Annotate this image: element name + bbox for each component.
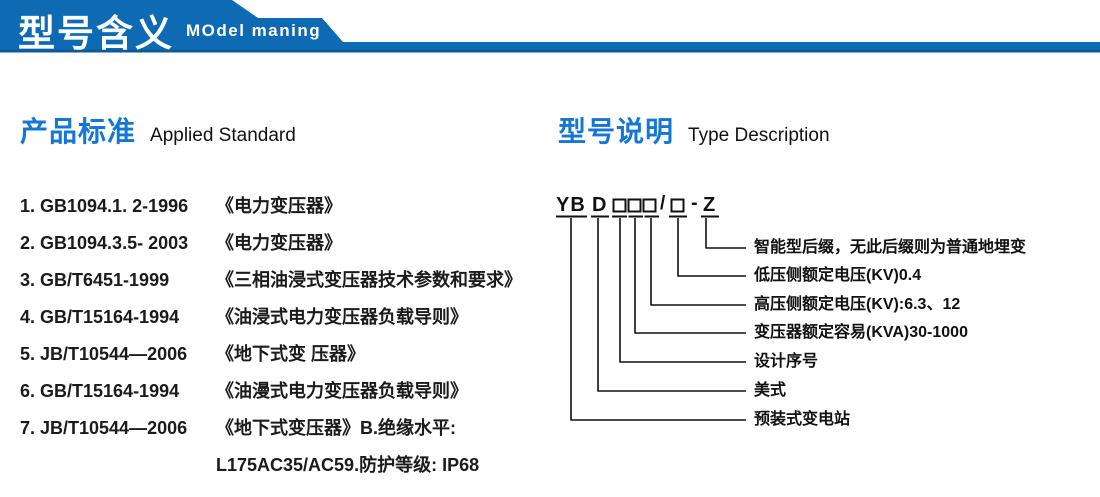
standard-item: 2. GB1094.3.5- 2003 《电力变压器》 — [20, 225, 550, 262]
standard-code: 3. GB/T6451-1999 — [20, 270, 170, 290]
callout-label-lv-voltage: 低压侧额定电压(KV)0.4 — [754, 267, 922, 284]
page-subtitle: MOdel maning — [186, 21, 322, 40]
callout-label-american-style: 美式 — [754, 382, 787, 399]
page-title: 型号含义 — [18, 13, 174, 54]
model-code-suffix: Z — [703, 194, 716, 216]
placeholder-box-group — [612, 198, 685, 213]
standard-item-continuation: L175AC35/AC59.防护等级: IP68 — [20, 447, 550, 484]
model-code-prefix: YB — [556, 194, 586, 216]
standard-code: 2. GB1094.3.5- 2003 — [20, 233, 189, 253]
standard-code: 5. JB/T10544—2006 — [20, 344, 188, 364]
standards-heading-en: Applied Standard — [150, 125, 296, 146]
callout-label-prefab-substation: 预装式变电站 — [754, 411, 851, 428]
callout-lines — [570, 218, 746, 421]
standard-item: 5. JB/T10544—2006 《地下式变 压器》 — [20, 336, 550, 373]
standard-desc: 《油浸式电力变压器负载导则》 — [216, 307, 468, 327]
header-banner — [0, 0, 1100, 53]
standards-list: 1. GB1094.1. 2-1996 《电力变压器》 2. GB1094.3.… — [20, 188, 550, 484]
callout-label-design-serial: 设计序号 — [754, 353, 819, 370]
model-heading-en: Type Description — [688, 125, 830, 146]
standard-desc: 《三相油浸式变压器技术参数和要求》 — [216, 270, 522, 290]
standard-code — [20, 447, 216, 484]
standard-item: 6. GB/T15164-1994 《油漫式电力变压器负载导则》 — [20, 373, 550, 410]
model-code-diagram — [556, 198, 746, 421]
callout-label-smart-suffix: 智能型后缀，无此后缀则为普通地埋变 — [754, 239, 1027, 256]
model-code-slash: / — [660, 193, 666, 214]
standard-desc: L175AC35/AC59.防护等级: IP68 — [216, 455, 480, 475]
standard-desc: 《油漫式电力变压器负载导则》 — [216, 381, 468, 401]
callout-label-hv-voltage: 高压侧额定电压(KV):6.3、12 — [754, 296, 961, 313]
standard-code: 1. GB1094.1. 2-1996 — [20, 196, 189, 216]
standard-code: 4. GB/T15164-1994 — [20, 307, 180, 327]
model-heading: 型号说明 Type Description — [558, 110, 830, 150]
standard-item: 1. GB1094.1. 2-1996 《电力变压器》 — [20, 188, 550, 225]
standard-desc: 《地下式变 压器》 — [216, 344, 366, 364]
standards-heading-cn: 产品标准 — [20, 116, 137, 147]
callout-label-capacity: 变压器额定容易(KVA)30-1000 — [754, 324, 968, 341]
model-heading-cn: 型号说明 — [558, 116, 675, 147]
standard-item: 4. GB/T15164-1994 《油浸式电力变压器负载导则》 — [20, 299, 550, 336]
model-code-dash: - — [691, 192, 698, 214]
standard-desc: 《电力变压器》 — [216, 233, 342, 253]
model-code-style: D — [592, 194, 607, 216]
standards-heading: 产品标准 Applied Standard — [20, 110, 296, 150]
standard-desc: 《地下式变压器》B.绝缘水平: — [216, 418, 456, 438]
standard-item: 7. JB/T10544—2006 《地下式变压器》B.绝缘水平: — [20, 410, 550, 447]
standard-desc: 《电力变压器》 — [216, 196, 342, 216]
standard-code: 7. JB/T10544—2006 — [20, 418, 188, 438]
standard-code: 6. GB/T15164-1994 — [20, 381, 180, 401]
standard-item: 3. GB/T6451-1999 《三相油浸式变压器技术参数和要求》 — [20, 262, 550, 299]
